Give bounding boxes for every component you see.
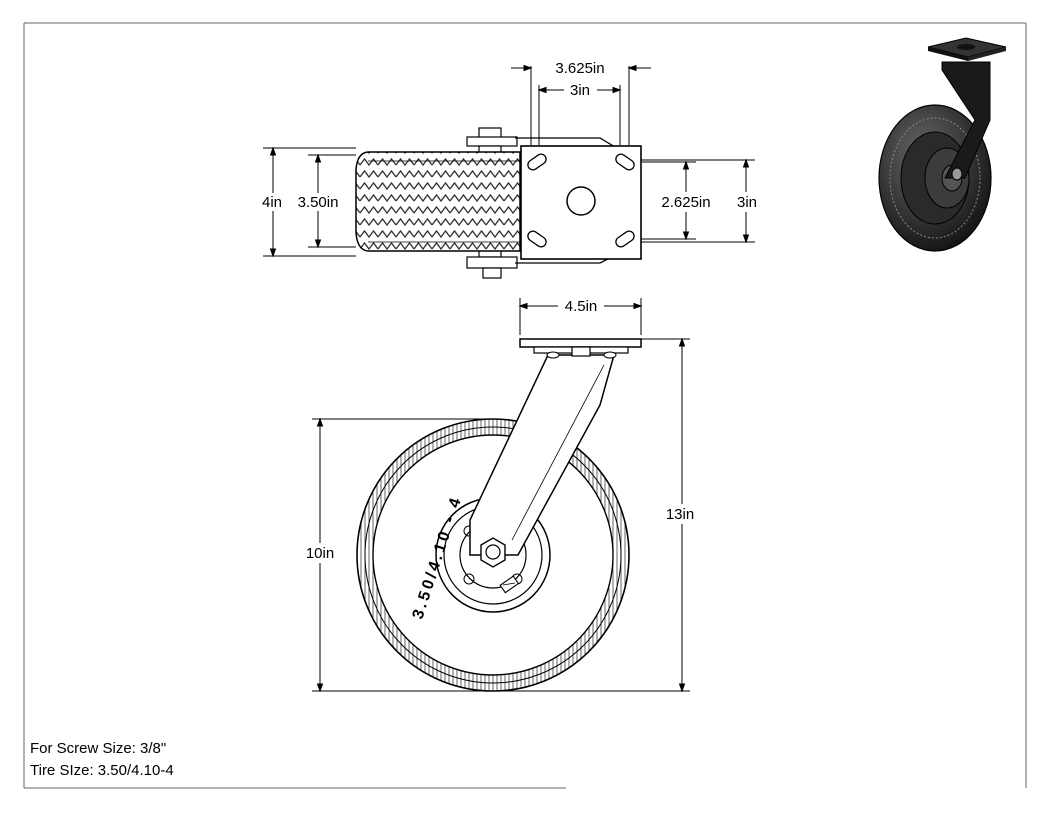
top-axle-bolt bbox=[466, 127, 518, 155]
screw-size-note: For Screw Size: 3/8" bbox=[30, 740, 167, 757]
front-dimensions bbox=[312, 298, 690, 693]
dim-3in-right-label: 3in bbox=[737, 194, 757, 211]
king-pin-hole bbox=[566, 186, 596, 216]
sheet-border bbox=[23, 22, 1027, 789]
dim-3in-top-label: 3in bbox=[570, 82, 590, 99]
isometric-caster-image bbox=[878, 37, 1007, 252]
dim-45-label: 4.5in bbox=[565, 298, 598, 315]
dim-13-label: 13in bbox=[666, 506, 694, 523]
front-view bbox=[356, 338, 642, 692]
dim-10-label: 10in bbox=[306, 545, 334, 562]
valve-stem bbox=[499, 575, 520, 594]
dim-2625-label: 2.625in bbox=[661, 194, 710, 211]
tire-size-note: Tire SIze: 3.50/4.10-4 bbox=[30, 762, 174, 779]
swivel-bearing bbox=[533, 346, 629, 359]
dim-3625-label: 3.625in bbox=[555, 60, 604, 77]
top-tire-outline bbox=[355, 151, 521, 252]
dim-350-label: 3.50in bbox=[298, 194, 339, 211]
front-plate bbox=[519, 338, 642, 348]
top-dimensions bbox=[263, 64, 755, 258]
bottom-axle-nut bbox=[466, 248, 518, 279]
top-view bbox=[355, 127, 642, 279]
plate-slots bbox=[527, 153, 635, 248]
dim-4in-label: 4in bbox=[262, 194, 282, 211]
axle-nut bbox=[480, 537, 506, 568]
